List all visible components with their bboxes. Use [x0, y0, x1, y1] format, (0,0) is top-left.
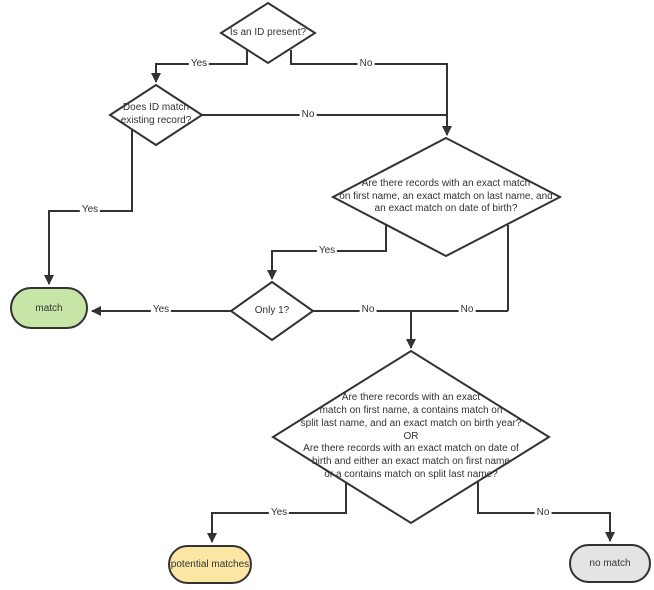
decision-fuzzy-match [271, 349, 551, 525]
edge-label-id-present-no: No [357, 58, 375, 70]
decision-exact-match-label: Are there records with an exact match on… [339, 177, 553, 215]
edge-label-id-present-yes: Yes [188, 58, 210, 70]
decision-is-id-present-label: Is an ID present? [229, 26, 307, 38]
decision-is-id-present [219, 1, 317, 65]
terminal-potential-matches-label: potential matches [170, 559, 250, 570]
edge-label-exact-match-yes: Yes [316, 245, 338, 257]
terminal-match-label: match [35, 302, 63, 314]
edge-label-only-one-no: No [359, 304, 377, 316]
decision-only-one [229, 280, 315, 342]
edge-label-id-match-yes: Yes [79, 204, 101, 216]
edge-label-exact-match-no: No [458, 304, 476, 316]
terminal-no-match-label: no match [589, 558, 631, 569]
decision-exact-match [330, 136, 563, 258]
terminal-match: match [10, 287, 88, 329]
decision-does-id-match [108, 83, 204, 147]
decision-fuzzy-match-label: Are there records with an exact match on… [300, 392, 522, 480]
terminal-potential-matches: potential matches [168, 545, 252, 584]
edge-label-id-match-no: No [299, 109, 317, 121]
decision-only-one-label: Only 1? [254, 304, 290, 316]
edge-label-fuzzy-no: No [534, 507, 552, 519]
terminal-no-match: no match [569, 544, 651, 583]
edge-label-only-one-yes: Yes [150, 304, 172, 316]
edge-label-fuzzy-yes: Yes [268, 507, 290, 519]
decision-does-id-match-label: Does ID match existing record? [120, 102, 192, 126]
